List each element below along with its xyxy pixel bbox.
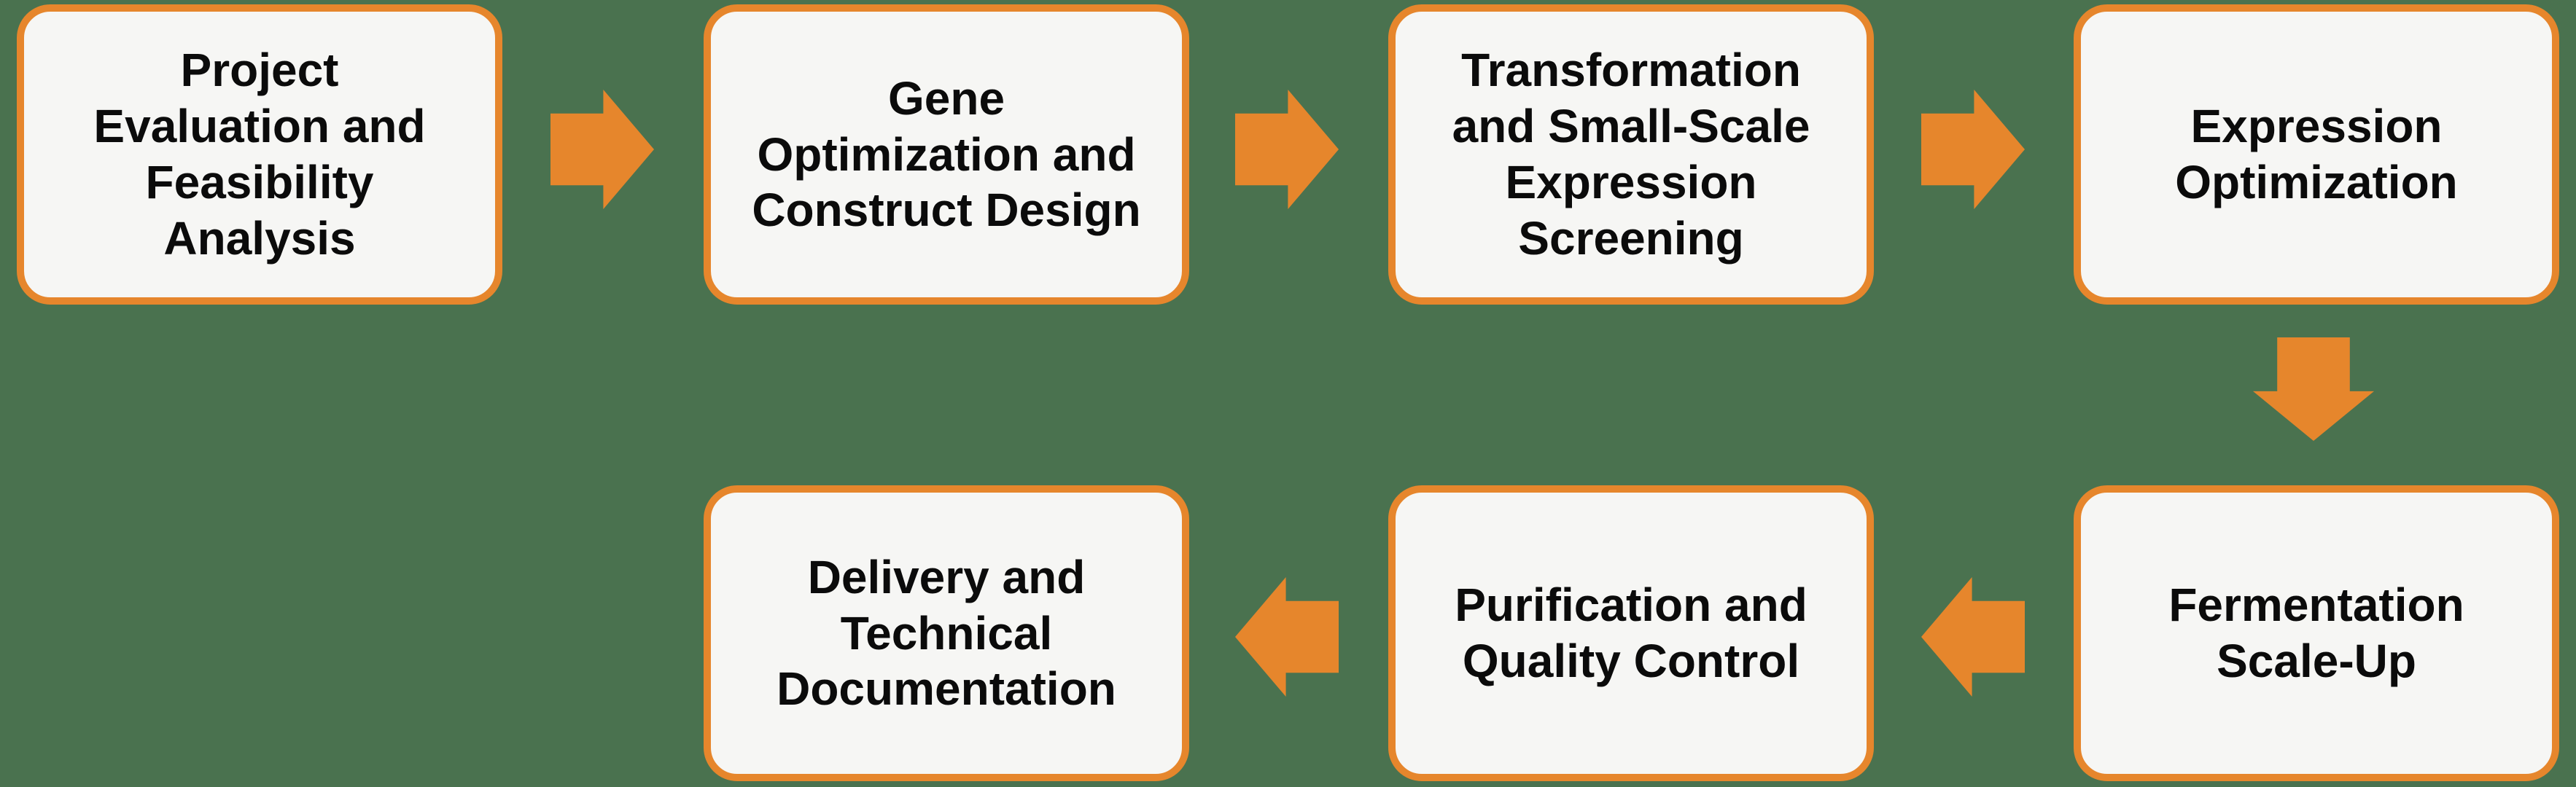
step-label: Purification and Quality Control (1455, 579, 1808, 687)
arrow-left-icon (1235, 577, 1339, 697)
step-label: Transformation and Small-Scale Expressio… (1452, 44, 1810, 265)
step-fermentation-scale-up: Fermentation Scale-Up (2074, 485, 2559, 781)
step-label: Delivery and Technical Documentation (777, 550, 1116, 716)
step-delivery-documentation: Delivery and Technical Documentation (704, 485, 1189, 781)
arrow-right-icon (1921, 90, 2025, 209)
step-gene-optimization: Gene Optimization and Construct Design (704, 4, 1189, 305)
step-label: Expression Optimization (2175, 100, 2458, 208)
step-label: Gene Optimization and Construct Design (752, 71, 1141, 237)
step-label: Fermentation Scale-Up (2168, 579, 2464, 687)
step-expression-optimization: Expression Optimization (2074, 4, 2559, 305)
step-project-evaluation: Project Evaluation and Feasibility Analy… (17, 4, 502, 305)
arrow-left-icon (1921, 577, 2025, 697)
arrow-down-icon (2253, 337, 2374, 441)
step-purification-qc: Purification and Quality Control (1388, 485, 1874, 781)
arrow-right-icon (550, 90, 654, 209)
step-transformation-screening: Transformation and Small-Scale Expressio… (1388, 4, 1874, 305)
step-label: Project Evaluation and Feasibility Analy… (93, 44, 426, 265)
arrow-right-icon (1235, 90, 1339, 209)
